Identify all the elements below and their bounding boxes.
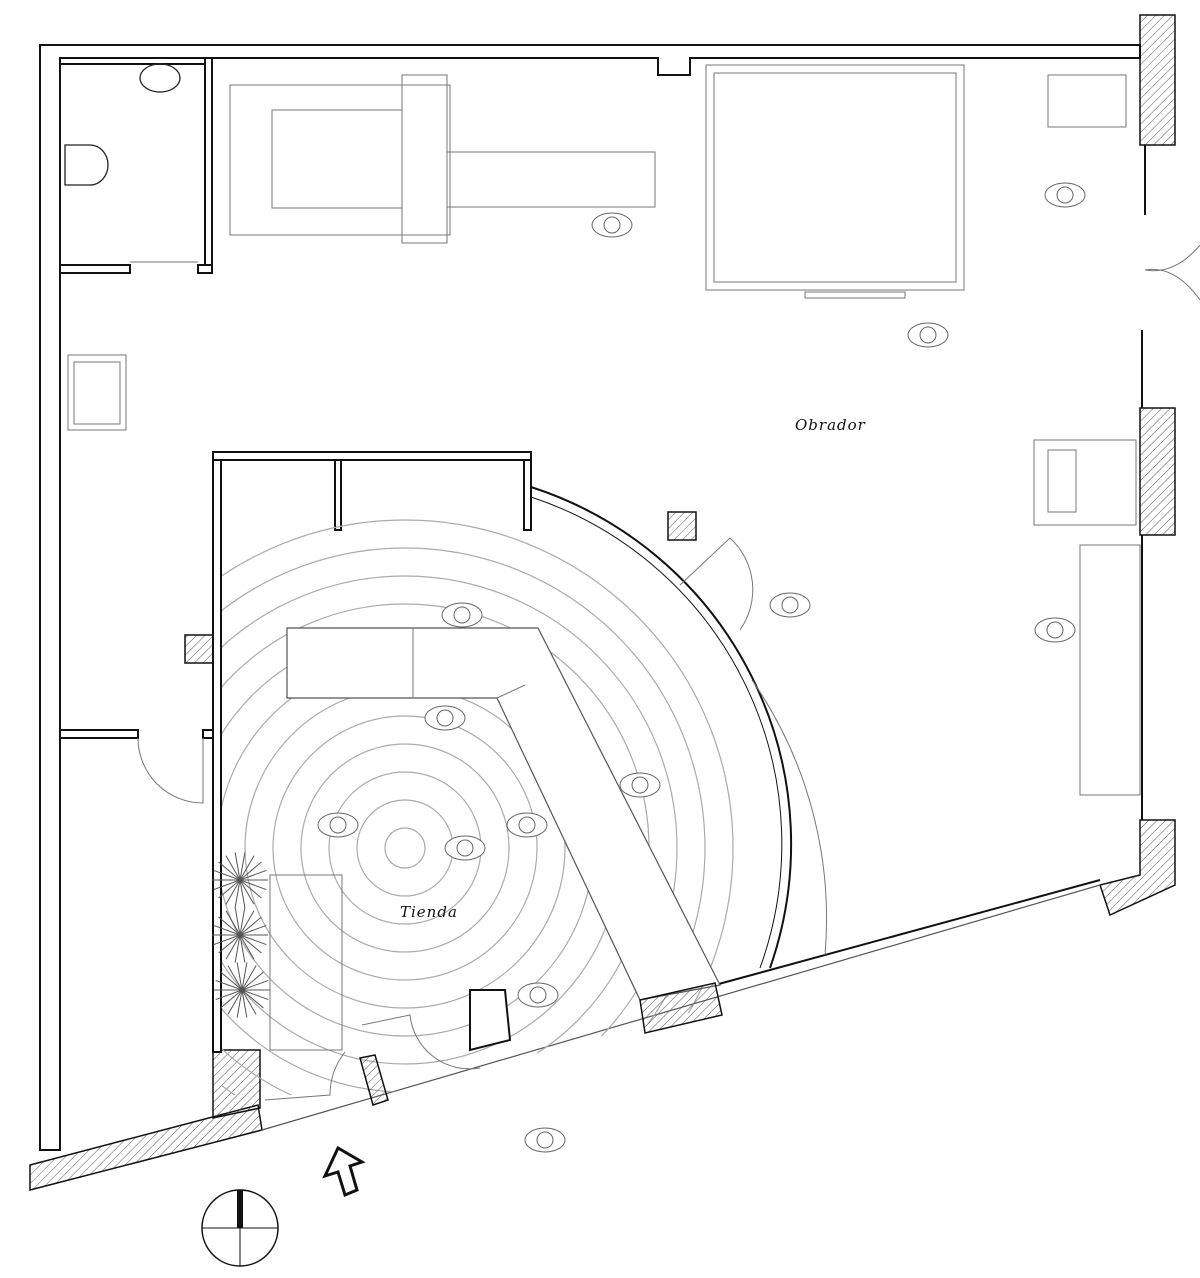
plant-leaf (241, 989, 269, 1001)
plant-leaf (239, 934, 255, 960)
plant-leaf (225, 934, 241, 960)
plant-leaf (213, 934, 241, 946)
room-label-obrador: Obrador (795, 416, 866, 434)
person-icon (769, 592, 811, 618)
plant-leaf (227, 965, 243, 991)
plant-leaf (218, 916, 241, 936)
plant-icon (212, 852, 270, 1018)
plant-leaf (239, 879, 267, 891)
plant-leaf (218, 879, 241, 899)
floor-ring (384, 827, 426, 869)
person-icon (444, 835, 486, 861)
plant-leaf (236, 962, 243, 991)
plant-leaf (218, 934, 241, 954)
plant-leaf (239, 924, 267, 936)
plant-leaf (239, 879, 262, 899)
counter (286, 627, 723, 1034)
person-icon (1044, 182, 1086, 208)
person-icon (441, 602, 483, 628)
plant-leaf (227, 989, 243, 1015)
workshop-equipment (229, 64, 1141, 796)
plant-leaf (213, 869, 241, 881)
person-icon (317, 812, 359, 838)
plant-leaf (239, 910, 255, 936)
plant-leaf (225, 910, 241, 936)
person-icon (619, 772, 661, 798)
plant-leaf (215, 979, 243, 991)
plant-leaf (241, 979, 269, 991)
plant-leaf (234, 879, 241, 908)
plant-leaf (241, 989, 264, 1009)
plant-leaf (234, 907, 241, 936)
plant-leaf (241, 989, 248, 1018)
bathroom (64, 63, 181, 431)
plant-leaf (225, 855, 241, 881)
floor-ring (222, 575, 678, 1095)
plant-leaf (239, 855, 255, 881)
room-label-tienda: Tienda (400, 903, 458, 921)
plant-leaf (215, 989, 243, 1001)
interior-walls (59, 57, 697, 1053)
plant-leaf (236, 989, 243, 1018)
entrance (264, 874, 512, 1106)
person-icon (506, 812, 548, 838)
person-icon (524, 1127, 566, 1153)
person-icon (517, 982, 559, 1008)
floor-ring (222, 547, 706, 1095)
plant-leaf (239, 934, 246, 963)
curved-wall (530, 486, 828, 969)
plant-leaf (241, 965, 257, 991)
entrance-arrow-icon (322, 1145, 366, 1198)
plant-leaf (239, 934, 267, 946)
plant-leaf (220, 971, 243, 991)
plant-leaf (239, 861, 262, 881)
plant-leaf (234, 852, 241, 881)
plant-leaf (239, 879, 255, 905)
person-icon (591, 212, 633, 238)
floor-ring (356, 799, 454, 897)
plant-leaf (218, 861, 241, 881)
sink-icon (139, 63, 181, 93)
plant-leaf (241, 971, 264, 991)
plant-leaf (239, 869, 267, 881)
plant-leaf (239, 907, 246, 936)
plant-leaf (241, 989, 257, 1015)
person-icon (424, 705, 466, 731)
plant-leaf (213, 924, 241, 936)
plant-leaf (239, 879, 246, 908)
floor-ring (222, 519, 734, 1095)
north-arrow-icon (201, 1189, 279, 1267)
plant-leaf (239, 934, 262, 954)
person-icon (1034, 617, 1076, 643)
plant-leaf (213, 879, 241, 891)
plant-leaf (220, 989, 243, 1009)
plant-leaf (225, 879, 241, 905)
plant-leaf (239, 916, 262, 936)
plant-leaf (234, 934, 241, 963)
plant-leaf (239, 852, 246, 881)
plant-leaf (241, 962, 248, 991)
outer-walls (29, 14, 1200, 1191)
toilet-icon (64, 144, 109, 186)
floor-ring (300, 743, 510, 953)
person-icon (907, 322, 949, 348)
floor-ring (272, 715, 538, 981)
